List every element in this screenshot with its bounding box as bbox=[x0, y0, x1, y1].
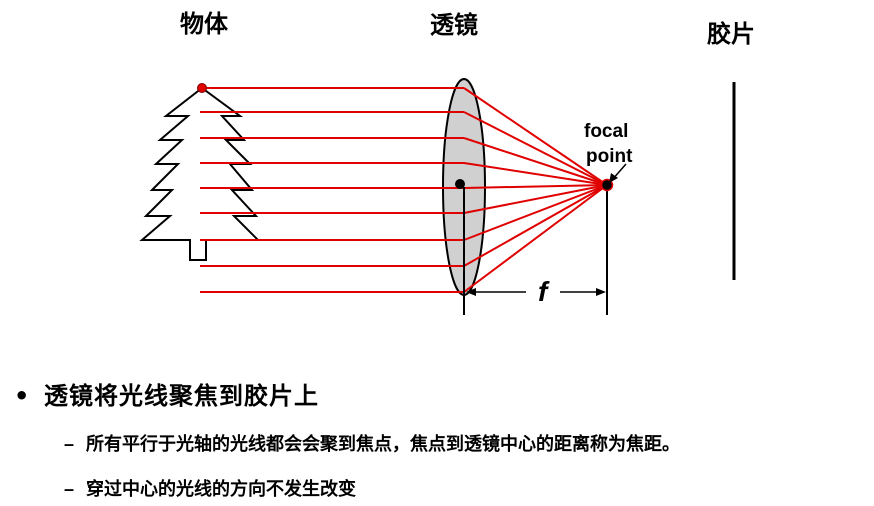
tree-object bbox=[142, 88, 258, 260]
focal-length-label: f bbox=[538, 276, 550, 307]
light-rays bbox=[200, 88, 607, 292]
lens-center-dot bbox=[455, 179, 465, 189]
bullet-sub-1-text: 所有平行于光轴的光线都会会聚到焦点，焦点到透镜中心的距离称为焦距。 bbox=[86, 434, 680, 455]
object-top-dot bbox=[198, 84, 207, 93]
bullet-sub-2-text: 穿过中心的光线的方向不发生改变 bbox=[86, 479, 356, 500]
bullet-marker: • bbox=[14, 382, 44, 410]
film-heading: 胶片 bbox=[707, 20, 755, 48]
lens-heading: 透镜 bbox=[430, 11, 478, 39]
bullet-main-text: 透镜将光线聚焦到胶片上 bbox=[44, 382, 319, 410]
bullet-sub-2: –穿过中心的光线的方向不发生改变 bbox=[64, 475, 356, 501]
bullet-sub-1: –所有平行于光轴的光线都会会聚到焦点，焦点到透镜中心的距离称为焦距。 bbox=[64, 430, 680, 456]
focal-point-label-line1: focal bbox=[584, 121, 628, 142]
focal-length-arrowhead-right bbox=[596, 288, 606, 296]
sub-bullet-marker: – bbox=[64, 479, 86, 500]
focal-point-label-line2: point bbox=[586, 146, 633, 167]
bullet-main: •透镜将光线聚焦到胶片上 bbox=[14, 376, 319, 411]
lens-diagram: 物体 透镜 胶片 f focal point bbox=[0, 0, 874, 360]
object-heading: 物体 bbox=[180, 10, 229, 38]
sub-bullet-marker: – bbox=[64, 434, 86, 455]
